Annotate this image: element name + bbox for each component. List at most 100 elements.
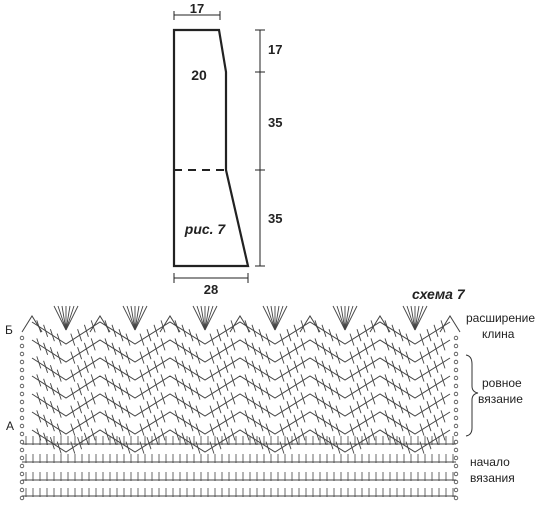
stitch-mark	[118, 347, 124, 360]
shell-stitch	[344, 305, 358, 331]
stitch-mark	[216, 419, 222, 432]
stitch-mark	[286, 419, 292, 432]
stitch-mark	[286, 437, 292, 450]
stitch-mark	[370, 374, 376, 387]
stitch-mark	[363, 324, 369, 337]
stitch-mark	[384, 374, 390, 387]
stitch-mark	[349, 405, 355, 418]
stitch-mark	[321, 378, 327, 391]
stitch-mark	[174, 428, 180, 441]
stitch-mark	[90, 374, 96, 387]
shell-stitch	[134, 305, 144, 331]
side-segment-1: 17	[268, 42, 282, 57]
stitch-mark	[405, 423, 411, 436]
stitch-mark	[181, 360, 187, 373]
stitch-mark	[363, 414, 369, 427]
stitch-mark	[251, 342, 257, 355]
chain-dot	[19, 359, 25, 365]
peak-spike	[229, 315, 251, 333]
stitch-mark	[321, 342, 327, 355]
shell-stitch	[130, 305, 136, 331]
stitch-mark	[356, 329, 362, 342]
stitch-mark	[405, 387, 411, 400]
shell-stitch	[274, 305, 280, 331]
shell-stitch	[65, 305, 71, 331]
stitch-mark	[174, 356, 180, 369]
stitch-mark	[321, 414, 327, 427]
stitch-mark	[230, 428, 236, 441]
stitch-mark	[419, 441, 425, 454]
stitch-mark	[49, 365, 55, 378]
stitch-mark	[384, 428, 390, 441]
chain-dot	[453, 343, 459, 349]
stitch-mark	[223, 432, 229, 445]
stitch-mark	[265, 441, 271, 454]
stitch-mark	[286, 329, 292, 342]
chain-dot	[19, 447, 25, 453]
stitch-mark	[419, 423, 425, 436]
shell-stitch	[204, 305, 214, 331]
stitch-mark	[356, 401, 362, 414]
stitch-mark	[328, 365, 334, 378]
stitch-mark	[405, 333, 411, 346]
stitch-mark	[209, 369, 215, 382]
top-width-label: 17	[190, 1, 204, 16]
stitch-mark	[265, 333, 271, 346]
annotation-even-1: ровное	[482, 376, 522, 390]
stitch-mark	[188, 347, 194, 360]
stitch-mark	[90, 338, 96, 351]
stitch-mark	[370, 338, 376, 351]
stitch-mark	[146, 383, 152, 396]
stitch-mark	[195, 351, 201, 364]
stitch-mark	[398, 437, 404, 450]
stitch-mark	[419, 369, 425, 382]
stitch-mark	[56, 369, 62, 382]
stitch-mark	[293, 414, 299, 427]
stitch-mark	[125, 387, 131, 400]
stitch-mark	[160, 356, 166, 369]
stitch-mark	[36, 392, 42, 405]
stitch-mark	[56, 387, 62, 400]
chain-dot	[19, 367, 25, 373]
chain-dot	[453, 431, 459, 437]
stitch-mark	[36, 410, 42, 423]
stitch-mark	[216, 401, 222, 414]
stitch-mark	[181, 378, 187, 391]
stitch-mark	[300, 338, 306, 351]
stitch-mark	[286, 383, 292, 396]
stitch-mark	[111, 378, 117, 391]
stitch-mark	[251, 360, 257, 373]
stitch-mark	[391, 414, 397, 427]
stitch-mark	[49, 347, 55, 360]
stitch-mark	[70, 441, 76, 454]
stitch-mark	[209, 387, 215, 400]
stitch-mark	[370, 410, 376, 423]
stitch-mark	[398, 419, 404, 432]
shell-stitch	[274, 305, 284, 331]
stitch-mark	[244, 428, 250, 441]
stitch-mark	[230, 338, 236, 351]
shell-stitch	[61, 305, 67, 331]
chain-dot	[19, 495, 25, 501]
stitch-mark	[279, 423, 285, 436]
peak-spike	[299, 315, 321, 333]
stitch-mark	[293, 432, 299, 445]
stitch-mark	[104, 374, 110, 387]
stitch-mark	[216, 437, 222, 450]
annotation-start-2: вязания	[470, 471, 515, 485]
stitch-mark	[43, 324, 49, 337]
stitch-mark	[70, 423, 76, 436]
stitch-mark	[70, 405, 76, 418]
chain-dot	[453, 335, 459, 341]
stitch-mark	[195, 423, 201, 436]
stitch-mark	[83, 324, 89, 337]
stitch-mark	[279, 369, 285, 382]
stitch-mark	[70, 333, 76, 346]
stitch-mark	[104, 392, 110, 405]
stitch-mark	[83, 378, 89, 391]
stitch-mark	[160, 374, 166, 387]
stitch-mark	[300, 392, 306, 405]
shell-stitch	[414, 305, 424, 331]
stitch-mark	[139, 441, 145, 454]
even-rows-brace	[465, 354, 479, 437]
